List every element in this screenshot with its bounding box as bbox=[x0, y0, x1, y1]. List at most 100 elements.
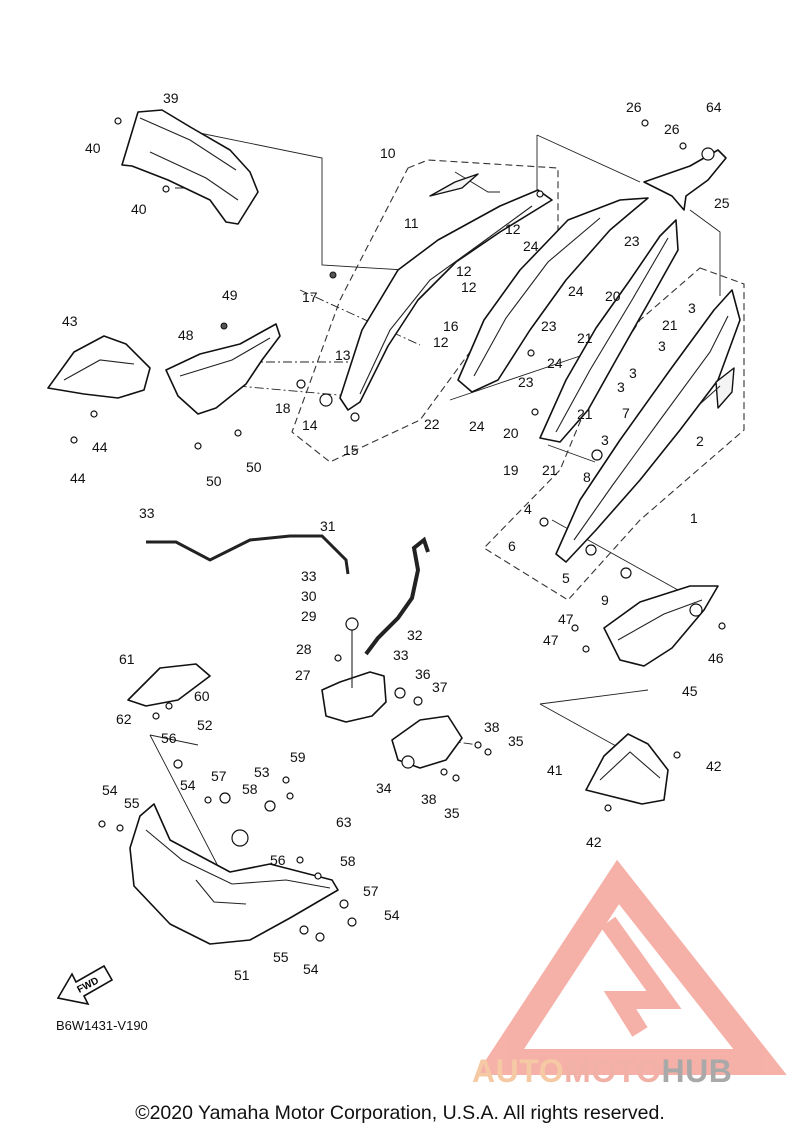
callout-16: 16 bbox=[443, 318, 459, 334]
callout-23: 23 bbox=[624, 233, 640, 249]
part-31-hose bbox=[146, 534, 350, 575]
callout-54: 54 bbox=[303, 961, 319, 977]
callout-14: 14 bbox=[302, 417, 318, 433]
callout-54: 54 bbox=[384, 907, 400, 923]
callout-40: 40 bbox=[131, 201, 147, 217]
callout-8: 8 bbox=[583, 469, 591, 485]
callout-60: 60 bbox=[194, 688, 210, 704]
callout-29: 29 bbox=[301, 608, 317, 624]
callout-45: 45 bbox=[682, 683, 698, 699]
callout-42: 42 bbox=[586, 834, 602, 850]
callout-3: 3 bbox=[601, 432, 609, 448]
callout-48: 48 bbox=[178, 327, 194, 343]
part-22-inner-panel bbox=[457, 197, 679, 443]
callout-42: 42 bbox=[706, 758, 722, 774]
callout-21: 21 bbox=[662, 317, 678, 333]
callout-13: 13 bbox=[335, 347, 351, 363]
part-61-screen bbox=[127, 663, 211, 707]
callout-50: 50 bbox=[206, 473, 222, 489]
callout-33: 33 bbox=[301, 568, 317, 584]
part-39-cover bbox=[114, 109, 259, 225]
callout-40: 40 bbox=[85, 140, 101, 156]
callout-3: 3 bbox=[629, 365, 637, 381]
fwd-arrow-icon: FWD bbox=[56, 964, 114, 1006]
callout-33: 33 bbox=[139, 505, 155, 521]
watermark-part-hub: HUB bbox=[661, 1053, 733, 1089]
callout-7: 7 bbox=[622, 405, 630, 421]
callout-58: 58 bbox=[340, 853, 356, 869]
callout-24: 24 bbox=[523, 238, 539, 254]
diagram-code: B6W1431-V190 bbox=[56, 1018, 148, 1033]
part-32-pipe bbox=[364, 536, 430, 656]
part-27-reservoir bbox=[321, 617, 387, 723]
watermark-part-auto: AUTO bbox=[472, 1053, 565, 1089]
leader-lines bbox=[149, 127, 721, 871]
callout-41: 41 bbox=[547, 762, 563, 778]
callout-47: 47 bbox=[558, 611, 574, 627]
callout-3: 3 bbox=[617, 379, 625, 395]
callout-23: 23 bbox=[541, 318, 557, 334]
callout-21: 21 bbox=[577, 330, 593, 346]
callout-31: 31 bbox=[320, 518, 336, 534]
watermark-part-moto: MOTO bbox=[564, 1053, 662, 1089]
callout-30: 30 bbox=[301, 588, 317, 604]
callout-47: 47 bbox=[543, 632, 559, 648]
callout-9: 9 bbox=[601, 592, 609, 608]
callout-21: 21 bbox=[542, 462, 558, 478]
callout-55: 55 bbox=[124, 795, 140, 811]
watermark-brand: AUTOMOTOHUB bbox=[472, 1053, 732, 1090]
callout-46: 46 bbox=[708, 650, 724, 666]
callout-21: 21 bbox=[577, 406, 593, 422]
callout-3: 3 bbox=[658, 338, 666, 354]
callout-6: 6 bbox=[508, 538, 516, 554]
callout-51: 51 bbox=[234, 967, 250, 983]
part-1-rear-side-cover bbox=[555, 289, 741, 563]
callout-24: 24 bbox=[547, 355, 563, 371]
callout-12: 12 bbox=[505, 221, 521, 237]
callout-58: 58 bbox=[242, 781, 258, 797]
callout-64: 64 bbox=[706, 99, 722, 115]
callout-24: 24 bbox=[568, 283, 584, 299]
callout-2: 2 bbox=[696, 433, 704, 449]
callout-33: 33 bbox=[393, 647, 409, 663]
callout-12: 12 bbox=[433, 334, 449, 350]
callout-55: 55 bbox=[273, 949, 289, 965]
part-10-side-panel bbox=[339, 173, 553, 411]
callout-54: 54 bbox=[180, 777, 196, 793]
callout-26: 26 bbox=[664, 121, 680, 137]
callout-27: 27 bbox=[295, 667, 311, 683]
callout-63: 63 bbox=[336, 814, 352, 830]
callout-12: 12 bbox=[456, 263, 472, 279]
callout-labels: 39 40 40 10 11 26 64 26 25 12 24 23 12 1… bbox=[62, 90, 730, 983]
callout-56: 56 bbox=[270, 852, 286, 868]
callout-22: 22 bbox=[424, 416, 440, 432]
callout-23: 23 bbox=[518, 374, 534, 390]
part-41-lower-panel bbox=[585, 733, 669, 805]
callout-12: 12 bbox=[461, 279, 477, 295]
callout-53: 53 bbox=[254, 764, 270, 780]
callout-1: 1 bbox=[690, 510, 698, 526]
callout-17: 17 bbox=[302, 289, 318, 305]
callout-20: 20 bbox=[503, 425, 519, 441]
callout-36: 36 bbox=[415, 666, 431, 682]
callout-18: 18 bbox=[275, 400, 291, 416]
callout-57: 57 bbox=[211, 768, 227, 784]
copyright-notice: ©2020 Yamaha Motor Corporation, U.S.A. A… bbox=[135, 1102, 665, 1124]
callout-11: 11 bbox=[404, 215, 419, 231]
callout-25: 25 bbox=[714, 195, 730, 211]
callout-35: 35 bbox=[444, 805, 460, 821]
hardware-fasteners bbox=[70, 271, 726, 942]
callout-32: 32 bbox=[407, 627, 423, 643]
callout-20: 20 bbox=[605, 288, 621, 304]
callout-34: 34 bbox=[376, 780, 392, 796]
callout-52: 52 bbox=[197, 717, 213, 733]
callout-43: 43 bbox=[62, 313, 78, 329]
callout-62: 62 bbox=[116, 711, 132, 727]
part-25-tail-bracket bbox=[641, 119, 727, 211]
callout-35: 35 bbox=[508, 733, 524, 749]
callout-38: 38 bbox=[421, 791, 437, 807]
callout-39: 39 bbox=[163, 90, 179, 106]
callout-61: 61 bbox=[119, 651, 135, 667]
callout-19: 19 bbox=[503, 462, 519, 478]
